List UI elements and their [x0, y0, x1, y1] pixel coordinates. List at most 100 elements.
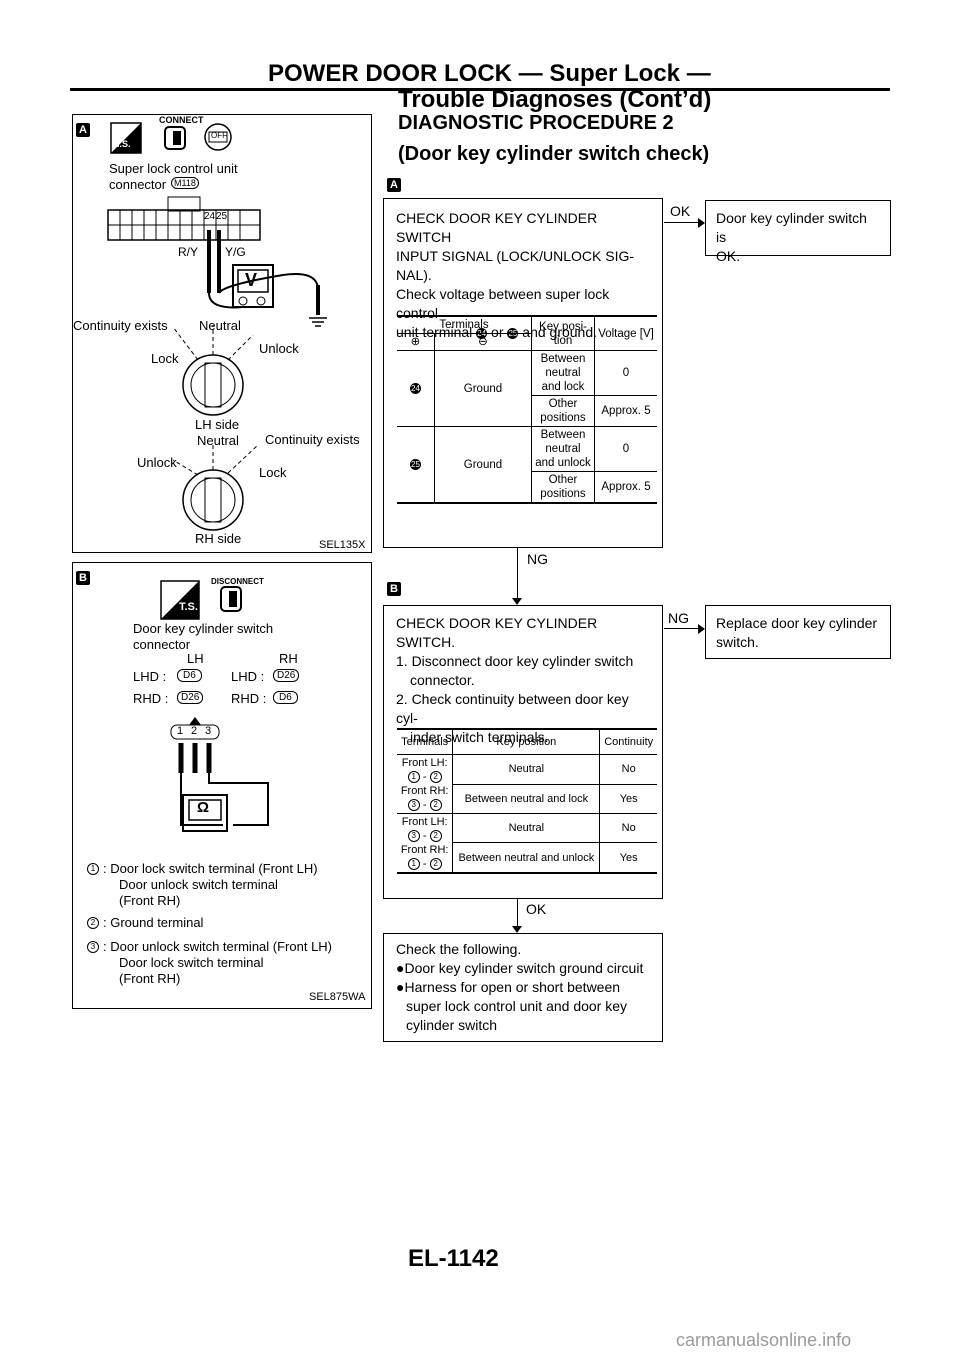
flow-b-g2-front-lh: Front LH:	[401, 816, 448, 828]
flow-b-g2b-key: Between neutral and unlock	[452, 842, 601, 874]
figure-b-pin-3: 3	[205, 725, 212, 737]
flow-a-th-minus: ⊖	[433, 333, 532, 351]
flow-a-r2b-v: Approx. 5	[594, 471, 657, 504]
flow-b-g1b-key: Between neutral and lock	[452, 783, 601, 814]
figure-b-legend2-num: 2	[87, 917, 99, 929]
flow-a-r2-term-cell: 25	[397, 426, 435, 504]
figure-b-rhd-r: RHD :	[231, 691, 267, 706]
flow-a-ok-result-line2: OK.	[716, 248, 741, 264]
figure-b-legend1-b: Door unlock switch terminal	[119, 877, 278, 892]
figure-b-meter: Ω	[197, 799, 210, 816]
flow-b-g1-front-rh: Front RH:	[400, 785, 449, 797]
figure-b-lh: LH	[187, 651, 204, 666]
flow-b-badge: B	[387, 582, 401, 596]
flow-b-step-line3: 1. Disconnect door key cylinder switch	[396, 653, 634, 669]
figure-a-drawing	[107, 122, 327, 531]
flow-b-step-line5: 2. Check continuity between door key cyl…	[396, 691, 629, 726]
figure-a-badge: A	[76, 123, 90, 137]
figure-a-meter: V	[245, 270, 258, 290]
flow-a-th-key: Key posi- tion	[531, 315, 595, 351]
figure-a-lock2: Lock	[259, 465, 287, 480]
flow-a-th-volt: Voltage [V]	[594, 315, 657, 351]
flow-a-ok-arrow-line	[664, 222, 704, 223]
flow-a-r1b-key: Other positions	[531, 395, 595, 427]
flow-b-g1-lh-dash: -	[422, 771, 427, 783]
figure-a-wire2: Y/G	[225, 245, 246, 259]
figure-a-pin24: 24	[204, 211, 216, 222]
figure-a: A	[72, 114, 372, 553]
figure-b-pin-2: 2	[191, 725, 198, 737]
figure-b-ts: T.S.	[179, 601, 198, 613]
figure-b-lhd-l: LHD :	[133, 669, 167, 684]
flow-b-g2-lh-b: 2	[429, 830, 442, 843]
flow-b-g2-rh-dash: -	[422, 858, 427, 870]
flow-b-ok-line	[517, 899, 518, 929]
flow-b-g1-lh-b: 2	[429, 771, 442, 784]
flow-b-ng-result-line2: switch.	[716, 634, 759, 650]
flow-b-g1-front-lh: Front LH:	[401, 757, 448, 769]
watermark: carmanualsonline.info	[676, 1330, 852, 1350]
flow-a-ng-arrowhead	[512, 598, 522, 605]
flow-a-ok-result-line1: Door key cylinder switch is	[716, 210, 867, 245]
figure-a-rh-side: RH side	[195, 531, 242, 546]
flow-a-ok-arrowhead	[698, 218, 705, 228]
flow-a-r1a-key: Between neutral and lock	[531, 350, 595, 396]
figure-b-rh: RH	[279, 651, 298, 666]
figure-a-code: SEL135X	[319, 539, 366, 551]
flow-b-ng-label: NG	[668, 610, 689, 626]
flow-b-ng-arrow-line	[664, 628, 704, 629]
final-line1: Check the following.	[396, 941, 522, 957]
flow-a-r1-gnd: Ground	[433, 350, 533, 427]
figure-a-neutral1: Neutral	[199, 318, 241, 333]
flow-a-r1a-v: 0	[594, 350, 657, 396]
header-title-line2: Trouble Diagnoses (Cont’d)	[398, 86, 712, 113]
figure-b-legend3-c: (Front RH)	[119, 971, 181, 986]
flow-a-r2-term: 25	[409, 458, 421, 470]
flow-a-r1-term: 24	[409, 382, 421, 394]
flow-b-table: Terminals Key position Continuity Front …	[397, 728, 657, 874]
flow-a-th-plus: ⊕	[397, 333, 435, 351]
flow-b-g2-rh-a: 1	[407, 858, 420, 871]
figure-b-rhd-l: RHD :	[133, 691, 169, 706]
flow-a-r1b-v: Approx. 5	[594, 395, 657, 427]
figure-a-unlock1: Unlock	[259, 341, 299, 356]
final-line3-text: Harness for open or short between	[404, 979, 621, 995]
flow-a-table-wrap: Terminals Key posi- tion Voltage [V] ⊕ ⊖…	[397, 315, 657, 504]
flow-a-th-terminals: Terminals	[397, 315, 532, 334]
figure-a-wire1: R/Y	[178, 245, 199, 259]
flow-b-ok-label: OK	[526, 901, 547, 917]
flow-b-g2-front-rh: Front RH:	[400, 844, 449, 856]
flow-a-step-line1: CHECK DOOR KEY CYLINDER SWITCH	[396, 210, 598, 245]
flow-b-g2a-key: Neutral	[452, 812, 601, 844]
flow-a-step-line2: INPUT SIGNAL (LOCK/UNLOCK SIG-	[396, 248, 635, 264]
flow-b-g2-rh-b: 2	[429, 858, 442, 871]
flow-b-g2-rh-pair: 1 - 2	[400, 857, 449, 871]
figure-a-off: OFF	[211, 131, 227, 140]
figure-b-code-rhd-rh: D6	[273, 691, 298, 704]
figure-b-lhd-r: LHD :	[231, 669, 265, 684]
flow-b-step-line4: connector.	[410, 672, 475, 688]
figure-b-pin-1: 1	[177, 725, 184, 737]
figure-b-badge: B	[76, 571, 90, 585]
flow-b-g1-lh-pair: 1 - 2	[400, 770, 449, 784]
flow-b-g1-rh-a: 3	[407, 799, 420, 812]
final-bullet-2: ●	[396, 979, 405, 995]
figure-a-continuity2: Continuity exists	[265, 432, 360, 447]
flow-b-g2a-c: No	[599, 812, 657, 844]
flow-b-g2b-c: Yes	[599, 842, 657, 874]
final-check-box: Check the following. ●Door key cylinder …	[383, 933, 663, 1042]
flow-b-g1-rh-pair: 3 - 2	[400, 798, 449, 812]
flow-a-badge: A	[387, 178, 401, 192]
flow-b-g2-lh-dash: -	[422, 830, 427, 842]
flow-a-table: Terminals Key posi- tion Voltage [V] ⊕ ⊖…	[397, 315, 657, 504]
flow-a-r2a-v: 0	[594, 426, 657, 472]
flow-b-g2-lh-a: 3	[407, 830, 420, 843]
final-line2: ●Door key cylinder switch ground circuit	[396, 959, 650, 978]
flow-b-table-wrap: Terminals Key position Continuity Front …	[397, 728, 657, 874]
figure-b-disconnect: DISCONNECT	[211, 577, 264, 586]
flow-a-r1-term-cell: 24	[397, 350, 435, 427]
flow-a-step-line3: NAL).	[396, 267, 432, 283]
figure-b-connector-label2: connector	[133, 637, 191, 652]
flow-b-g1a-c: No	[599, 754, 657, 785]
flow-a-ng-line	[517, 548, 518, 602]
